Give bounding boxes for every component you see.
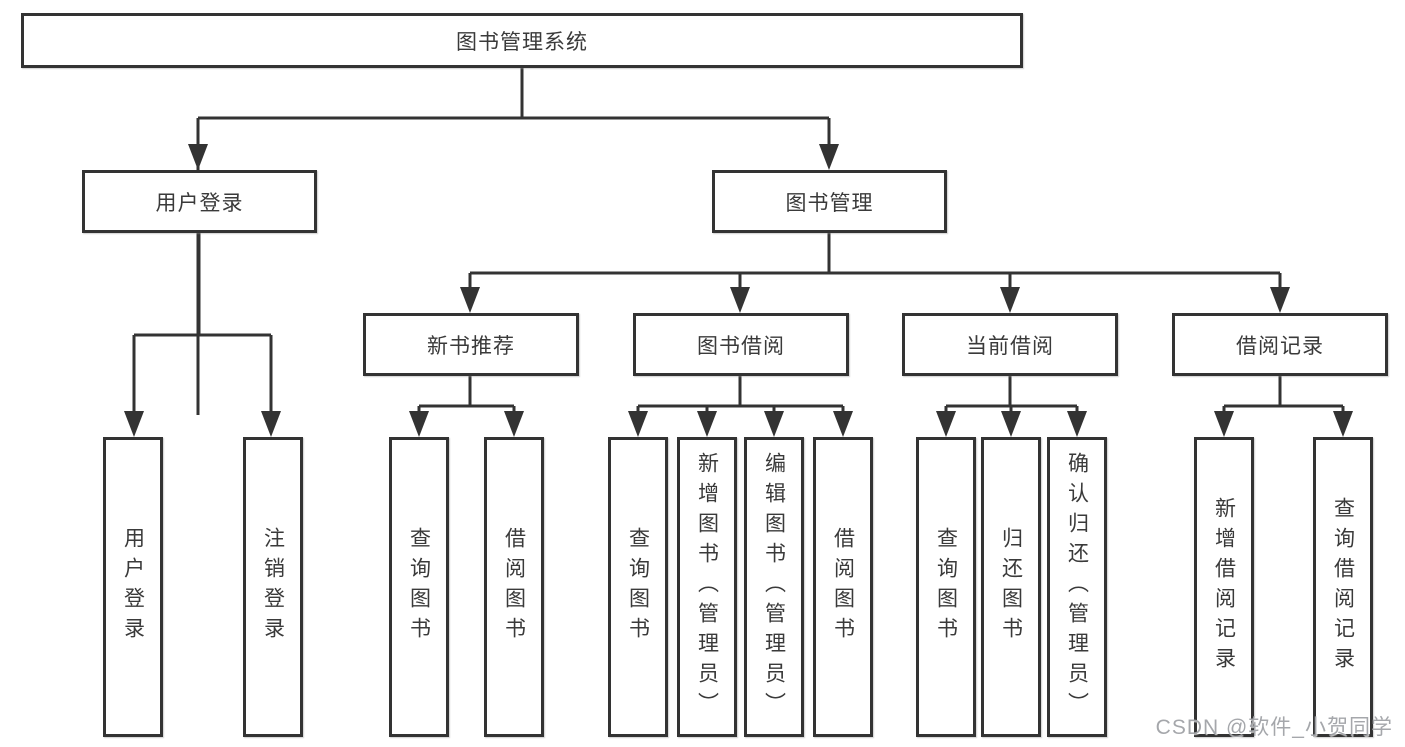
leaf-return-books: 归还图书 [981,437,1041,737]
node-book-borrowing: 图书借阅 [633,313,849,376]
leaf-add-borrow-record-label: 新增借阅记录 [1212,497,1236,677]
watermark: CSDN @软件_小贺同学 [1155,716,1393,739]
leaf-user-login-label: 用户登录 [121,527,145,647]
leaf-borrow-books-borrowing: 借阅图书 [813,437,873,737]
connector-book-borrowing [636,376,845,412]
node-book-management: 图书管理 [712,170,947,233]
node-user-login: 用户登录 [82,170,317,233]
leaf-user-login: 用户登录 [103,437,163,737]
connector-root [196,68,831,415]
node-borrowing-records-label: 借阅记录 [1236,334,1324,358]
leaf-query-books-borrowing: 查询图书 [608,437,668,737]
leaf-return-books-label: 归还图书 [999,527,1023,647]
leaf-add-books-admin-label: 新增图书（管理员） [695,452,719,722]
leaf-query-books-current-label: 查询图书 [934,527,958,647]
connector-borrowing-records [1222,376,1345,412]
leaf-confirm-return-admin: 确认归还（管理员） [1047,437,1107,737]
leaf-logout-label: 注销登录 [261,527,285,647]
leaf-borrow-books-recommend-label: 借阅图书 [502,527,526,647]
leaf-query-borrow-record-label: 查询借阅记录 [1331,497,1355,677]
leaf-query-books-current: 查询图书 [916,437,976,737]
leaf-borrow-books-recommend: 借阅图书 [484,437,544,737]
node-borrowing-records: 借阅记录 [1172,313,1388,376]
connector-new-book [417,376,516,412]
node-root-label: 图书管理系统 [456,30,588,54]
node-new-book-recommendation: 新书推荐 [363,313,579,376]
connector-current-borrowing [944,376,1079,412]
node-root: 图书管理系统 [21,13,1023,68]
leaf-query-books-recommend-label: 查询图书 [407,527,431,647]
leaf-add-borrow-record: 新增借阅记录 [1194,437,1254,737]
connector-user-login [132,233,273,412]
connector-book-management [468,233,1282,290]
leaf-edit-books-admin-label: 编辑图书（管理员） [762,452,786,722]
node-book-management-label: 图书管理 [785,191,874,215]
leaf-logout: 注销登录 [243,437,303,737]
node-current-borrowing-label: 当前借阅 [966,334,1054,358]
leaf-borrow-books-borrowing-label: 借阅图书 [831,527,855,647]
leaf-query-books-borrowing-label: 查询图书 [626,527,650,647]
leaf-edit-books-admin: 编辑图书（管理员） [744,437,804,737]
leaf-query-borrow-record: 查询借阅记录 [1313,437,1373,737]
node-user-login-label: 用户登录 [155,191,244,215]
node-new-book-recommendation-label: 新书推荐 [427,334,515,358]
leaf-add-books-admin: 新增图书（管理员） [677,437,737,737]
node-current-borrowing: 当前借阅 [902,313,1118,376]
node-book-borrowing-label: 图书借阅 [697,334,785,358]
leaf-query-books-recommend: 查询图书 [389,437,449,737]
leaf-confirm-return-admin-label: 确认归还（管理员） [1065,452,1089,722]
